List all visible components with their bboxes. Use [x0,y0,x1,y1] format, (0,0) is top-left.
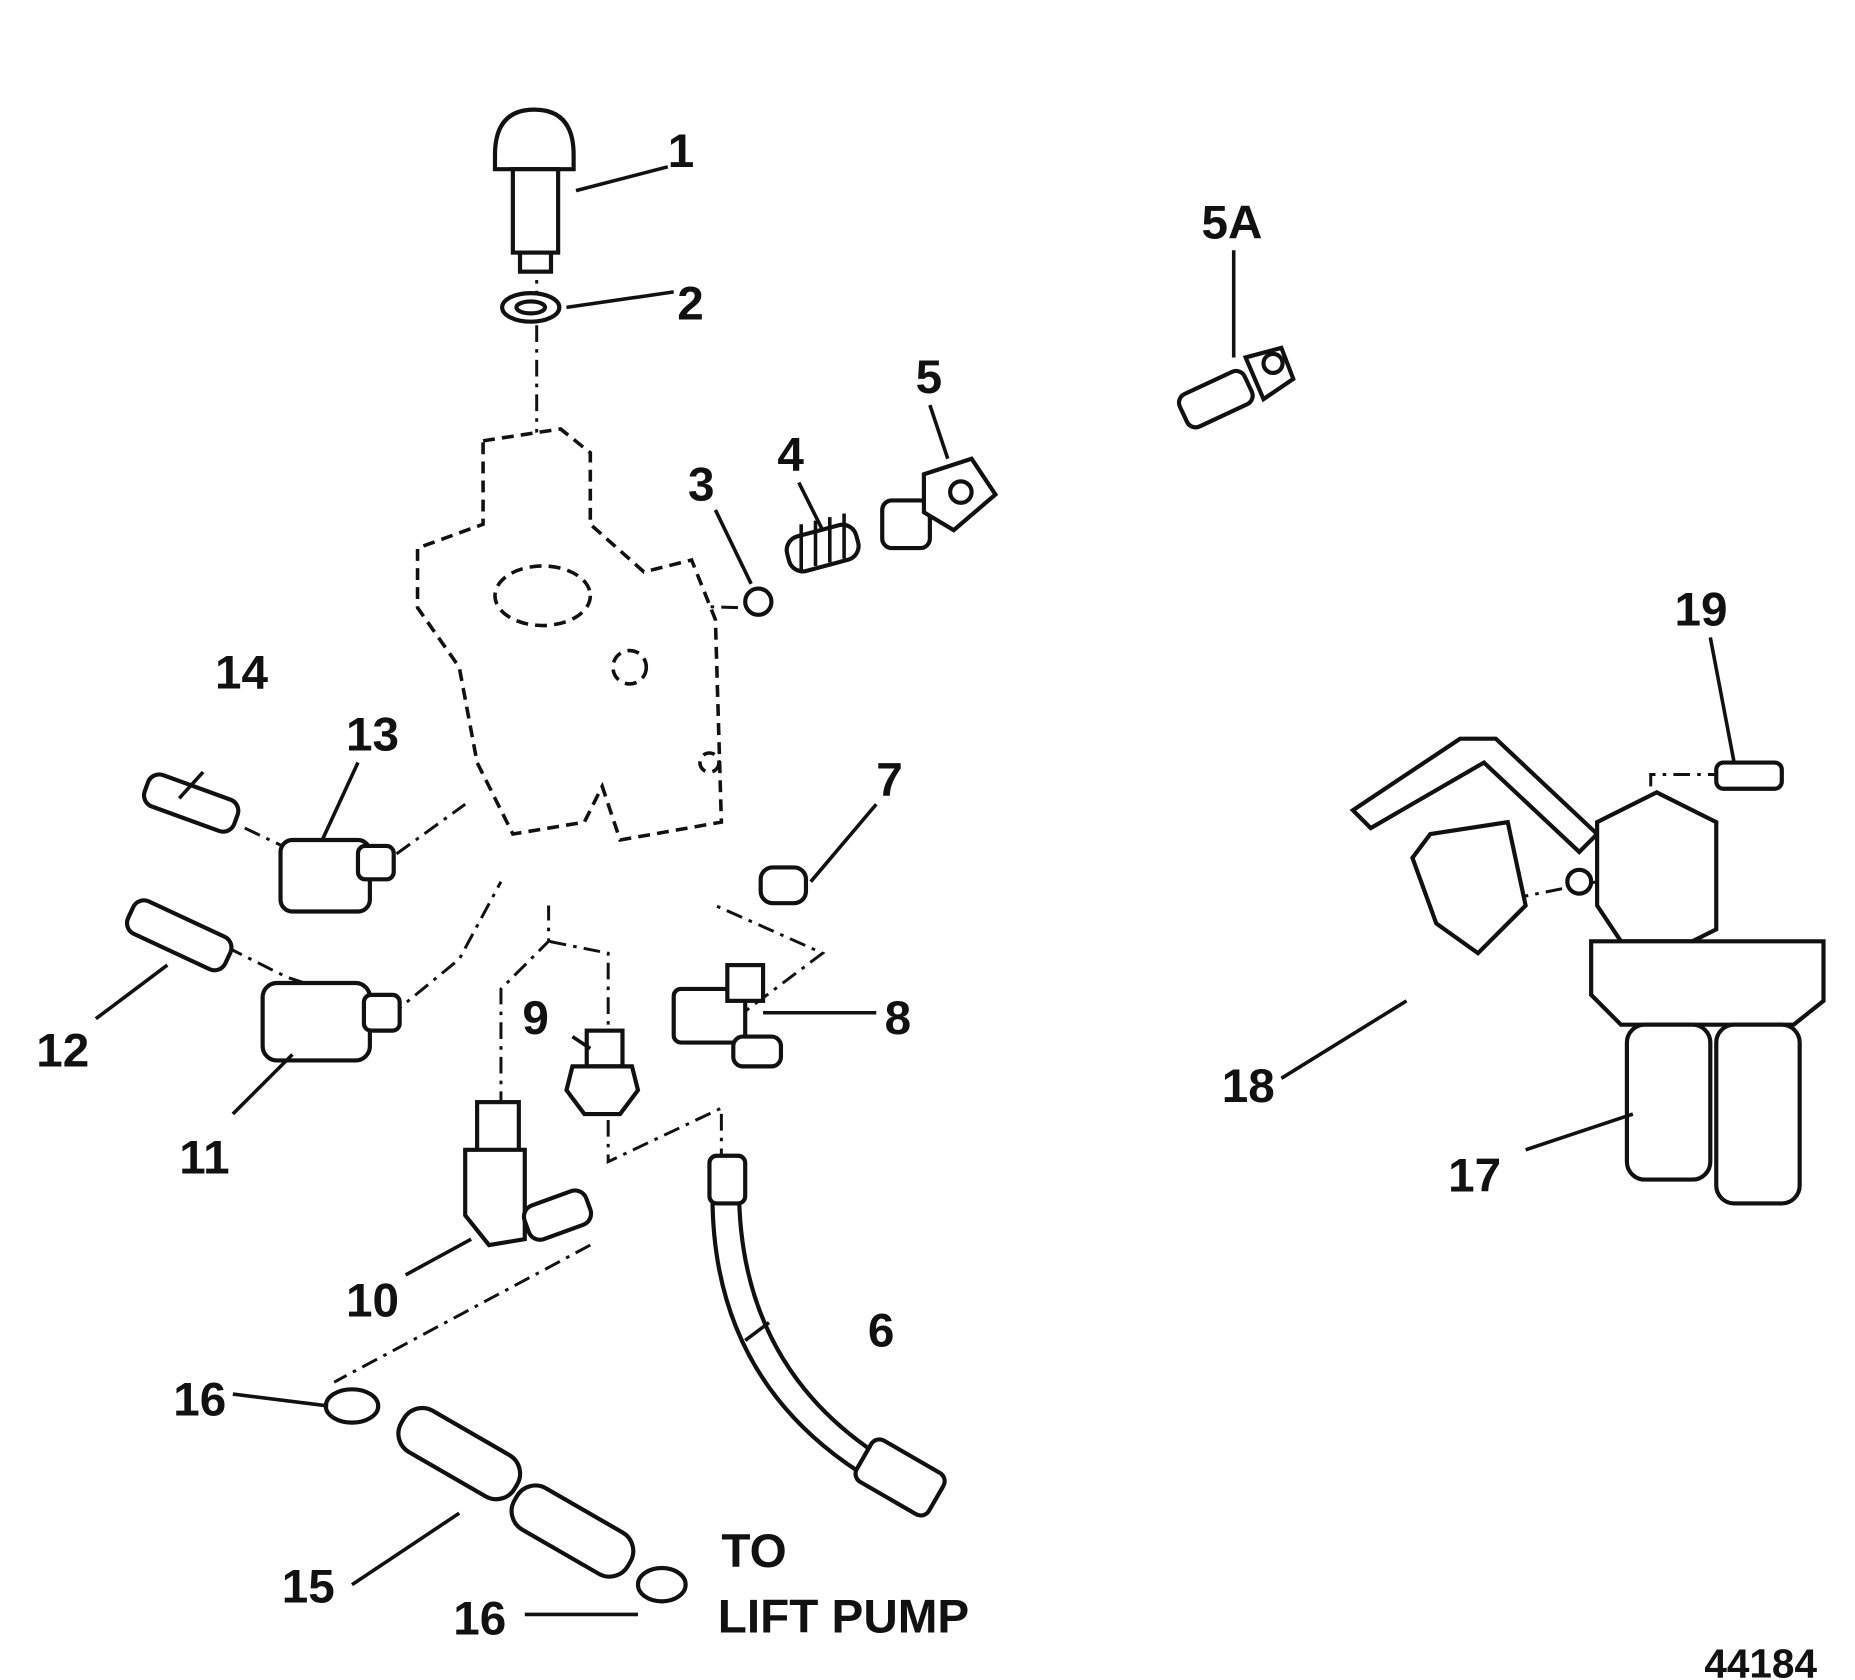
callout-4: 4 [777,429,804,482]
callout-17: 17 [1448,1149,1501,1202]
part-16-clamp-bottom [635,1565,688,1604]
part-11-elbow [260,980,402,1063]
callout-5: 5 [916,351,943,404]
leader-lines [94,165,1736,1617]
callout-12: 12 [36,1024,89,1077]
part-3-ball [743,586,774,617]
part-4-spring [784,513,861,574]
callout-19: 19 [1675,584,1728,637]
part-10-elbow [463,1100,594,1248]
part-2-washer-hole [514,299,548,316]
part-14-fitting [141,772,241,834]
callout-5a: 5A [1202,196,1263,249]
part-17-fuel-pump [1349,736,1826,1206]
centerlines [226,256,1717,1384]
part-7-plug [758,865,809,906]
part-18-gasket [1410,819,1528,956]
callout-2: 2 [677,277,704,330]
callout-18: 18 [1222,1060,1275,1113]
part-15-hose-b [509,1483,636,1579]
callout-8: 8 [885,992,912,1045]
callouts: 1 2 3 4 5 5A 6 7 8 9 10 11 12 13 14 15 1… [36,125,1727,1646]
callout-16-bottom: 16 [453,1593,506,1646]
callout-10: 10 [346,1275,399,1328]
part-5a-bolt [1176,345,1296,430]
figure-number: 44184 [1704,1641,1817,1680]
part-15-hose-a [396,1405,523,1502]
part-1-cap [492,107,576,274]
part-6-lower-nut [853,1437,947,1518]
callout-15: 15 [282,1561,335,1614]
callout-11: 11 [179,1132,229,1185]
part-5-plug [880,456,999,551]
callout-7: 7 [876,754,903,807]
callout-3: 3 [688,458,715,511]
callout-16-top: 16 [173,1373,226,1426]
callout-13: 13 [346,709,399,762]
callout-6: 6 [868,1304,895,1357]
note-lift-pump: LIFT PUMP [718,1590,969,1643]
part-19-screw [1714,760,1784,791]
callout-14: 14 [215,647,268,700]
part-13-elbow [278,837,396,914]
part-16-clamp-top [323,1387,381,1425]
callout-1: 1 [668,125,695,178]
part-6-upper-nut [707,1153,748,1206]
part-12-fitting [124,898,234,973]
callout-9: 9 [522,992,549,1045]
part-6-tube [710,1171,880,1475]
note-to: TO [721,1525,786,1578]
filter-head-body [415,427,724,843]
part-9-fitting [564,1028,641,1117]
part-8-elbow [671,963,784,1069]
